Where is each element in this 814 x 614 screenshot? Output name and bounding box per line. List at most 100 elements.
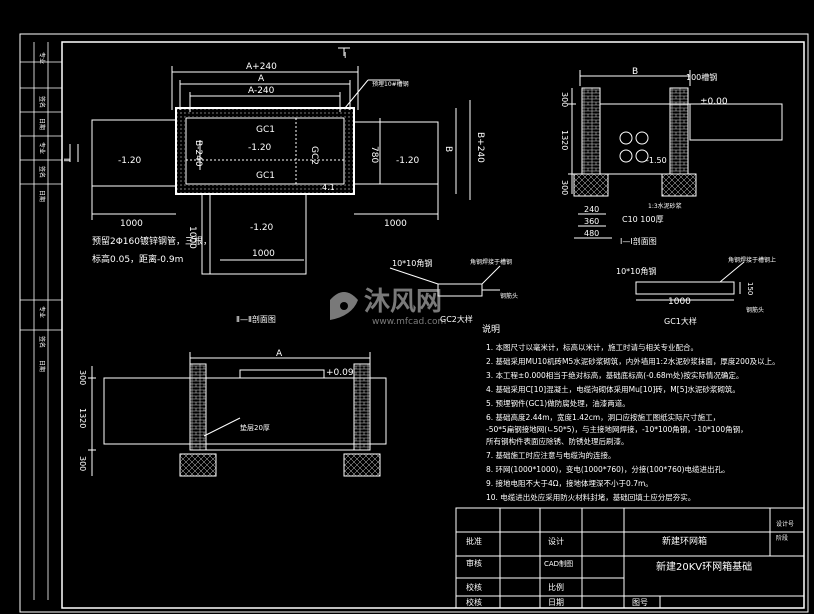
section1-label-side: 1:3水泥砂浆: [648, 202, 682, 210]
note-item: -50*5扁钢接地网(∟50*5)，与主接地网焊接，-10*100角钢，-10*…: [486, 424, 748, 434]
section1-wall-left: [581, 87, 601, 175]
sidebar-label-2: 签名: [38, 96, 46, 108]
tb-right-bot: 阶段: [776, 534, 788, 542]
gc2-note-right2: 钢筋头: [500, 292, 518, 300]
section1-elev-top: ±0.00: [700, 97, 728, 107]
note-item: 6. 基础高度2.44m，宽度1.42cm，洞口应按施工图纸实际尺寸施工，: [486, 412, 720, 422]
plan-elev-right: -1.20: [396, 156, 420, 166]
section2-dim-a: A: [276, 349, 283, 359]
section2-wall-left: [189, 363, 207, 451]
note-item: 1. 本图尺寸以毫米计，标高以米计，施工时请与相关专业配合。: [486, 342, 698, 352]
watermark: 沐风网 www.mfcad.com: [330, 287, 446, 327]
plan-wall-hatch: [177, 109, 353, 117]
plan-note-pipe-2: 标高0.05，距离-0.9m: [92, 253, 183, 265]
tb-row3-col1: 校核: [466, 582, 482, 592]
section1-dim-480: 480: [584, 229, 599, 238]
plan-dim-left-1000: 1000: [120, 219, 143, 229]
note-item: 7. 基础施工时应注意与电缆沟的连接。: [486, 450, 616, 460]
plan-section-mark-top: Ⅰ: [344, 51, 346, 60]
title-block: [455, 507, 805, 609]
plan-label-b: B: [443, 146, 453, 152]
section2-label-slab: 垫层20厚: [240, 423, 270, 432]
notes-list: 1. 本图尺寸以毫米计，标高以米计，施工时请与相关专业配合。 2. 基础采用MU…: [486, 342, 780, 502]
note-item: 9. 接地电阻不大于4Ω，接地体埋深不小于0.7m。: [486, 478, 653, 488]
tb-right-top: 设计号: [776, 520, 794, 528]
plan-label-gc1-top: GC1: [256, 125, 275, 135]
plan-elev-center: -1.20: [248, 143, 272, 153]
tb-row4-right: 图号: [632, 598, 648, 607]
plan-label-gc1-bottom: GC1: [256, 171, 275, 181]
section1-dim-1320: 1320: [560, 130, 569, 150]
plan-wall-hatch-bottom: [177, 185, 353, 193]
section2-wall-right: [353, 363, 371, 451]
section1-dim-b: B: [632, 67, 638, 77]
plan-note-pipe-1: 预留2Φ160镀锌钢管，三根，: [92, 235, 212, 247]
gc1-title: GC1大样: [664, 316, 697, 326]
section1-dim-240: 240: [584, 205, 599, 214]
inner-frame: [61, 41, 805, 609]
plan-wall-hatch-right: [345, 109, 353, 193]
sidebar-label-4: 专业: [38, 142, 46, 154]
section1-label-c10: C10 100厚: [622, 215, 664, 224]
sidebar-label-7: 专业: [38, 306, 46, 318]
section1-dim-100: 100槽钢: [686, 72, 717, 82]
plan-note-top: 预埋10#槽钢: [372, 80, 409, 88]
section2-footing-left: [179, 453, 217, 477]
plan-elev-left: -1.20: [118, 156, 142, 166]
note-item: 3. 本工程±0.000相当于绝对标高，基础底标高(-0.68m处)按实际情况确…: [486, 370, 743, 380]
note-item: 8. 环网(1000*1000)，变电(1000*760)，分接(100*760…: [486, 464, 730, 474]
gc2-label-top: 10*10角钢: [392, 258, 432, 268]
note-item: 2. 基础采用MU10机砖M5水泥砂浆砌筑，内外墙用1:2水泥砂浆抹面，厚度20…: [486, 356, 780, 366]
plan-dim-a-minus: A-240: [248, 86, 275, 96]
section1-dim-300-top: 300: [560, 92, 569, 107]
plan-dim-vert-1000: 1000: [187, 226, 197, 249]
section2-view: [88, 352, 387, 476]
watermark-brand: 沐风网: [364, 287, 442, 317]
plan-elev-bottom: -1.20: [250, 223, 274, 233]
section2-elev-top: +0.09: [326, 368, 354, 378]
plan-dim-a: A: [258, 74, 265, 84]
note-item: 4. 基础采用C[10]混凝土，电缆沟砌体采用Mu[10]砖，M[5]水泥砂浆砌…: [486, 384, 740, 394]
note-item: 所有钢构件表面应除锈、防锈处理后刷漆。: [486, 436, 629, 446]
section1-pipes: [619, 131, 649, 163]
section1-elev-pipe: -1.50: [646, 156, 667, 165]
tb-project: 新建环网箱: [662, 535, 707, 547]
plan-label-780: 780: [369, 146, 379, 163]
section2-dim-1320: 1320: [78, 408, 87, 428]
plan-label-tl: 4.1: [322, 183, 335, 192]
plan-label-b-plus: B+240: [475, 132, 485, 163]
gc2-detail: [389, 265, 501, 297]
gc1-note-right2: 钢筋头: [746, 306, 764, 314]
sidebar-label-1: 专业: [38, 52, 46, 64]
section1-footing-left: [573, 173, 609, 197]
notes-heading: 说明: [482, 323, 500, 335]
plan-section-mark-left: Ⅱ: [62, 158, 71, 162]
section2-dim-300-top: 300: [78, 370, 87, 385]
sidebar-table: [20, 42, 62, 600]
tb-row1-col1: 批准: [466, 536, 482, 546]
tb-row2-col2: CAD制图: [544, 559, 573, 568]
tb-row4-col1: 校核: [466, 597, 482, 607]
plan-wall-hatch-left: [177, 109, 185, 193]
outer-frame: [19, 33, 809, 613]
plan-view: [69, 47, 471, 275]
sidebar-label-9: 日期: [38, 360, 46, 372]
gc1-note-right: 角钢焊接于槽钢上: [728, 256, 776, 264]
section1-dim-360: 360: [584, 217, 599, 226]
tb-row2-col1: 审核: [466, 558, 482, 568]
plan-dim-right-1000: 1000: [384, 219, 407, 229]
plan-dim-a-plus: A+240: [246, 62, 277, 72]
section1-wall-right: [669, 87, 689, 175]
watermark-url: www.mfcad.com: [372, 317, 446, 327]
section1-dim-300-bot: 300: [560, 180, 569, 195]
gc1-label-top: 10*10角钢: [616, 266, 656, 276]
sidebar-label-6: 日期: [38, 190, 46, 202]
sidebar-label-8: 签名: [38, 336, 46, 348]
note-item: 10. 电缆进出处应采用防火材料封堵，基础回填土应分层夯实。: [486, 492, 695, 502]
tb-row4-col2: 日期: [548, 598, 564, 607]
tb-row3-col2: 比例: [548, 582, 564, 592]
section2-title: Ⅱ—Ⅱ剖面图: [236, 314, 276, 324]
plan-label-b-minus: B-240: [193, 140, 203, 167]
sidebar-label-3: 日期: [38, 118, 46, 130]
